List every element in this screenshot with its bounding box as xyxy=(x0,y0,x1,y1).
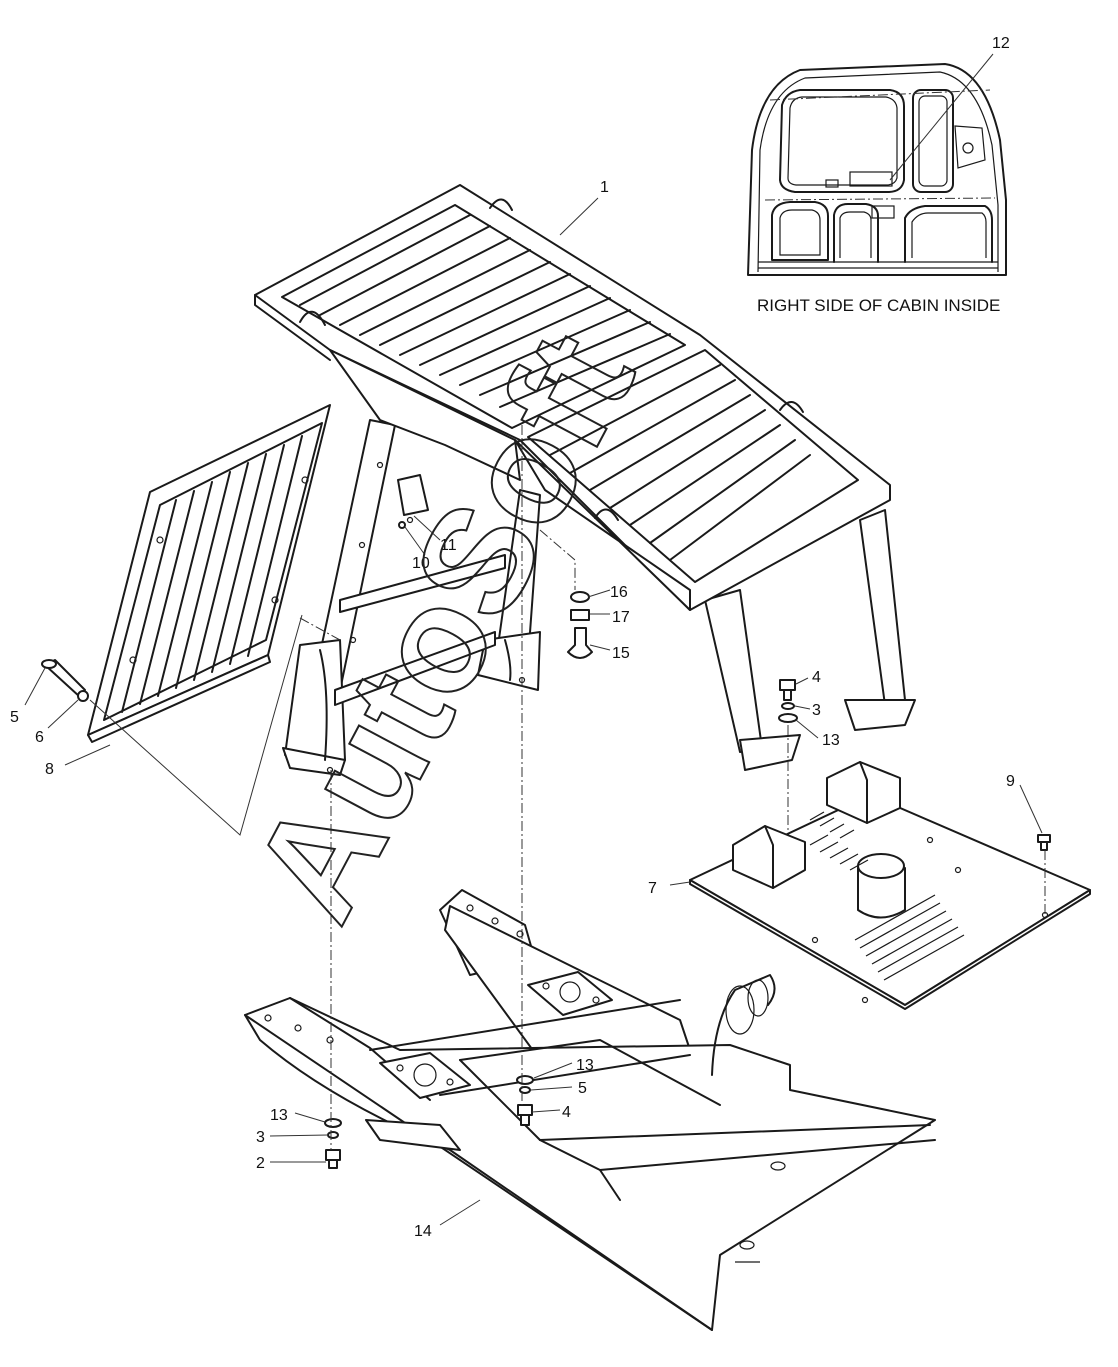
side-guard xyxy=(87,404,331,743)
callout-8: 8 xyxy=(45,761,54,778)
hardware xyxy=(41,521,1051,1169)
callout-4: 4 xyxy=(812,669,821,686)
leader-lines xyxy=(24,197,1043,1226)
callout-14: 14 xyxy=(414,1223,432,1240)
callout-16: 16 xyxy=(610,584,628,601)
callout-5-middle: 5 xyxy=(578,1080,587,1097)
callout-7: 7 xyxy=(648,880,657,897)
callout-3-left: 3 xyxy=(256,1129,265,1146)
callouts: 1 5 6 8 10 11 16 17 15 4 3 13 9 7 13 5 4… xyxy=(10,179,1015,1240)
floor-plate xyxy=(689,761,1091,1010)
callout-15: 15 xyxy=(612,645,630,662)
callout-17: 17 xyxy=(612,609,630,626)
callout-9: 9 xyxy=(1006,773,1015,790)
center-lines xyxy=(89,425,1046,1150)
canopy-frame xyxy=(254,184,916,776)
callout-2: 2 xyxy=(256,1155,265,1172)
callout-10: 10 xyxy=(412,555,430,572)
callout-13: 13 xyxy=(822,732,840,749)
callout-4-middle: 4 xyxy=(562,1104,571,1121)
callout-3: 3 xyxy=(812,702,821,719)
inset-caption: RIGHT SIDE OF CABIN INSIDE xyxy=(757,296,1000,315)
base-frame xyxy=(244,889,936,1331)
callout-5: 5 xyxy=(10,709,19,726)
cabin-inset: 12 RIGHT SIDE OF CABIN INSIDE xyxy=(747,35,1010,315)
callout-13-left: 13 xyxy=(270,1107,288,1124)
callout-6: 6 xyxy=(35,729,44,746)
callout-11: 11 xyxy=(440,537,457,554)
callout-1: 1 xyxy=(600,179,609,196)
callout-13-middle: 13 xyxy=(576,1057,594,1074)
callout-12: 12 xyxy=(992,35,1010,52)
